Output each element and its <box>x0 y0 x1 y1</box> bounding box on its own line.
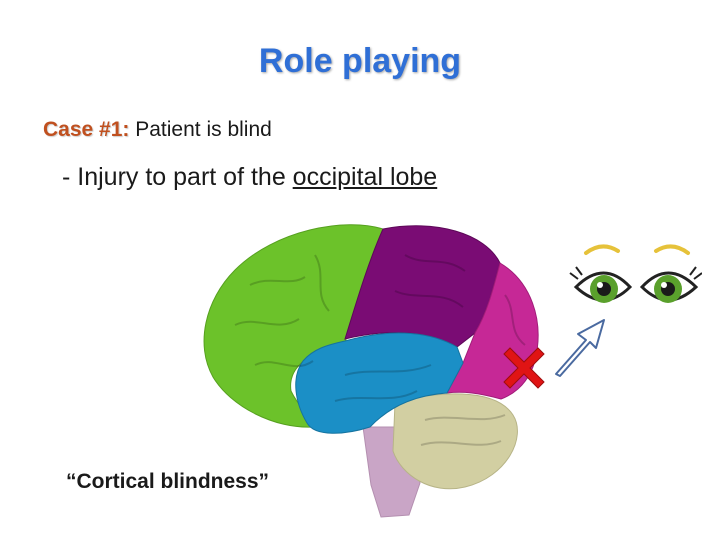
red-x-icon <box>503 347 545 389</box>
brain-sulci <box>234 254 526 446</box>
cerebellum <box>392 393 518 490</box>
injury-term: occipital lobe <box>292 163 438 191</box>
outlined-arrow-icon <box>555 319 605 377</box>
case-label: Case #1: <box>43 118 130 141</box>
case-text: Patient is blind <box>129 118 272 141</box>
brain-illustration <box>203 224 539 518</box>
left-eye <box>569 266 633 303</box>
frontal-lobe <box>203 224 384 428</box>
right-eye <box>639 266 702 303</box>
injury-prefix: - Injury to part of the <box>62 163 293 191</box>
right-eyebrow <box>654 244 690 255</box>
left-eyebrow <box>584 244 620 255</box>
caption: “Cortical blindness” <box>66 470 270 493</box>
injury-line: - Injury to part of the occipital lobe <box>62 163 437 192</box>
slide-title: Role playing <box>258 42 462 80</box>
cartoon-eyes-icon <box>569 244 702 303</box>
case-line: Case #1: Patient is blind <box>43 118 272 142</box>
temporal-lobe <box>295 332 464 434</box>
